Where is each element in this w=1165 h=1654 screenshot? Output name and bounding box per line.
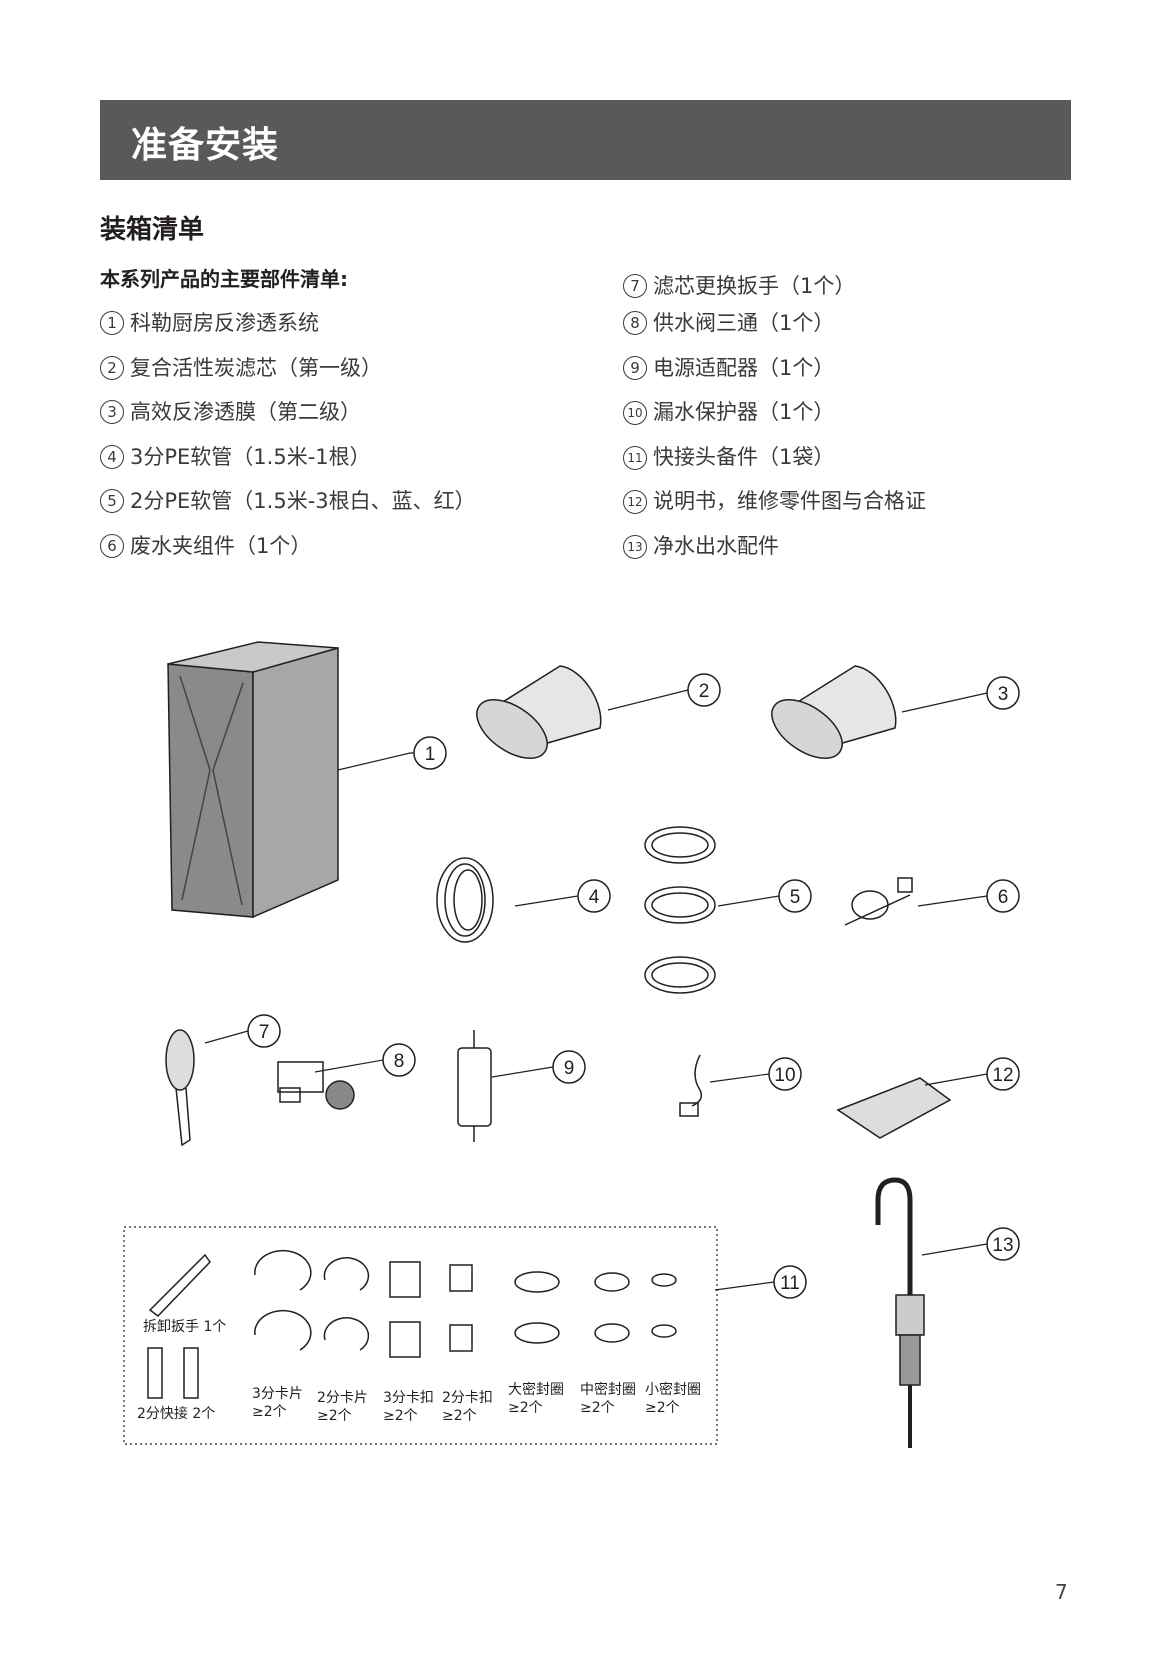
item-number: 5 [100,489,124,513]
part-qty: ≥2个 [645,1400,680,1416]
kit-part-label: 3分卡片 ≥2个 [252,1385,303,1421]
leak-protector-drawing [679,1054,703,1117]
item-text: 供水阀三通（1个） [653,311,835,335]
filter-wrench-drawing [165,1029,195,1147]
callout-9: 9 [564,1058,575,1079]
callout-10: 10 [774,1065,795,1086]
callout-5: 5 [790,887,801,908]
section-title: 装箱清单 [100,215,205,245]
parts-list-subtitle: 本系列产品的主要部件清单: [100,267,348,291]
part-name: 2分卡扣 [442,1390,493,1406]
header-bar [100,100,1071,180]
spare-parts-box [123,1226,718,1445]
callout-11: 11 [780,1273,800,1294]
item-text: 漏水保护器（1个） [653,400,835,424]
item-text: 废水夹组件（1个） [130,534,312,558]
wrench-label: 拆卸扳手 1个 [143,1319,227,1335]
item-text: 快接头备件（1袋） [653,445,835,469]
item-text: 滤芯更换扳手（1个） [653,274,856,298]
part-qty: ≥2个 [580,1400,615,1416]
callout-6: 6 [998,887,1009,908]
callout-13: 13 [992,1235,1013,1256]
part-qty: ≥2个 [317,1408,352,1424]
part-qty: ≥2个 [508,1400,543,1416]
item-text: 净水出水配件 [653,534,779,558]
part-name: 大密封圈 [508,1382,564,1398]
item-number: 11 [623,446,647,470]
item-text: 2分PE软管（1.5米-3根白、蓝、红） [130,489,476,513]
item-text: 科勒厨房反渗透系统 [130,311,319,335]
item-text: 3分PE软管（1.5米-1根） [130,445,371,469]
kit-part-label: 大密封圈 ≥2个 [508,1381,564,1417]
callout-3: 3 [998,684,1009,705]
callout-7: 7 [259,1022,270,1043]
item-number: 6 [100,534,124,558]
part-qty: ≥2个 [442,1408,477,1424]
item-number: 4 [100,445,124,469]
carbon-filter-drawing [476,665,602,759]
ro-membrane-drawing [771,665,897,759]
feed-valve-drawing [277,1061,355,1110]
ro-system-drawing [167,641,339,919]
kit-part-label: 2分卡扣 ≥2个 [442,1389,493,1425]
callout-8: 8 [394,1051,405,1072]
item-text: 高效反渗透膜（第二级） [130,400,361,424]
item-number: 10 [623,401,647,425]
item-number: 3 [100,400,124,424]
part-name: 2分卡片 [317,1390,368,1406]
part-name: 中密封圈 [580,1382,636,1398]
callout-1: 1 [425,744,436,765]
leader-lines [204,689,988,1291]
item-text: 说明书，维修零件图与合格证 [653,489,926,513]
item-number: 2 [100,356,124,380]
callout-4: 4 [589,887,600,908]
drain-clamp-drawing [844,877,913,926]
part-name: 小密封圈 [645,1382,701,1398]
callout-2: 2 [699,681,710,702]
spare-parts-drawing [147,1249,677,1399]
quick-connect-label: 2分快接 2个 [137,1406,216,1422]
part-qty: ≥2个 [383,1408,418,1424]
manual-drawing [836,1077,952,1139]
item-text: 复合活性炭滤芯（第一级） [130,356,382,380]
kit-part-label: 小密封圈 ≥2个 [645,1381,701,1417]
callout-12: 12 [992,1065,1013,1086]
page-number: 7 [1055,1580,1068,1604]
part-qty: ≥2个 [252,1404,287,1420]
item-number: 8 [623,311,647,335]
tube-3-8-drawing [436,857,494,943]
item-number: 12 [623,490,647,514]
page-title: 准备安装 [131,125,280,166]
item-number: 13 [623,535,647,559]
kit-part-label: 2分卡片 ≥2个 [317,1389,368,1425]
item-number: 7 [623,274,647,298]
callout-circles [247,673,1020,1299]
item-number: 9 [623,356,647,380]
part-name: 3分卡片 [252,1386,303,1402]
item-number: 1 [100,311,124,335]
item-text: 电源适配器（1个） [653,356,835,380]
faucet-drawing [875,1177,925,1448]
kit-part-label: 3分卡扣 ≥2个 [383,1389,434,1425]
part-name: 3分卡扣 [383,1390,434,1406]
kit-part-label: 中密封圈 ≥2个 [580,1381,636,1417]
power-adapter-drawing [457,1030,492,1142]
tube-1-4-drawing [644,826,716,994]
